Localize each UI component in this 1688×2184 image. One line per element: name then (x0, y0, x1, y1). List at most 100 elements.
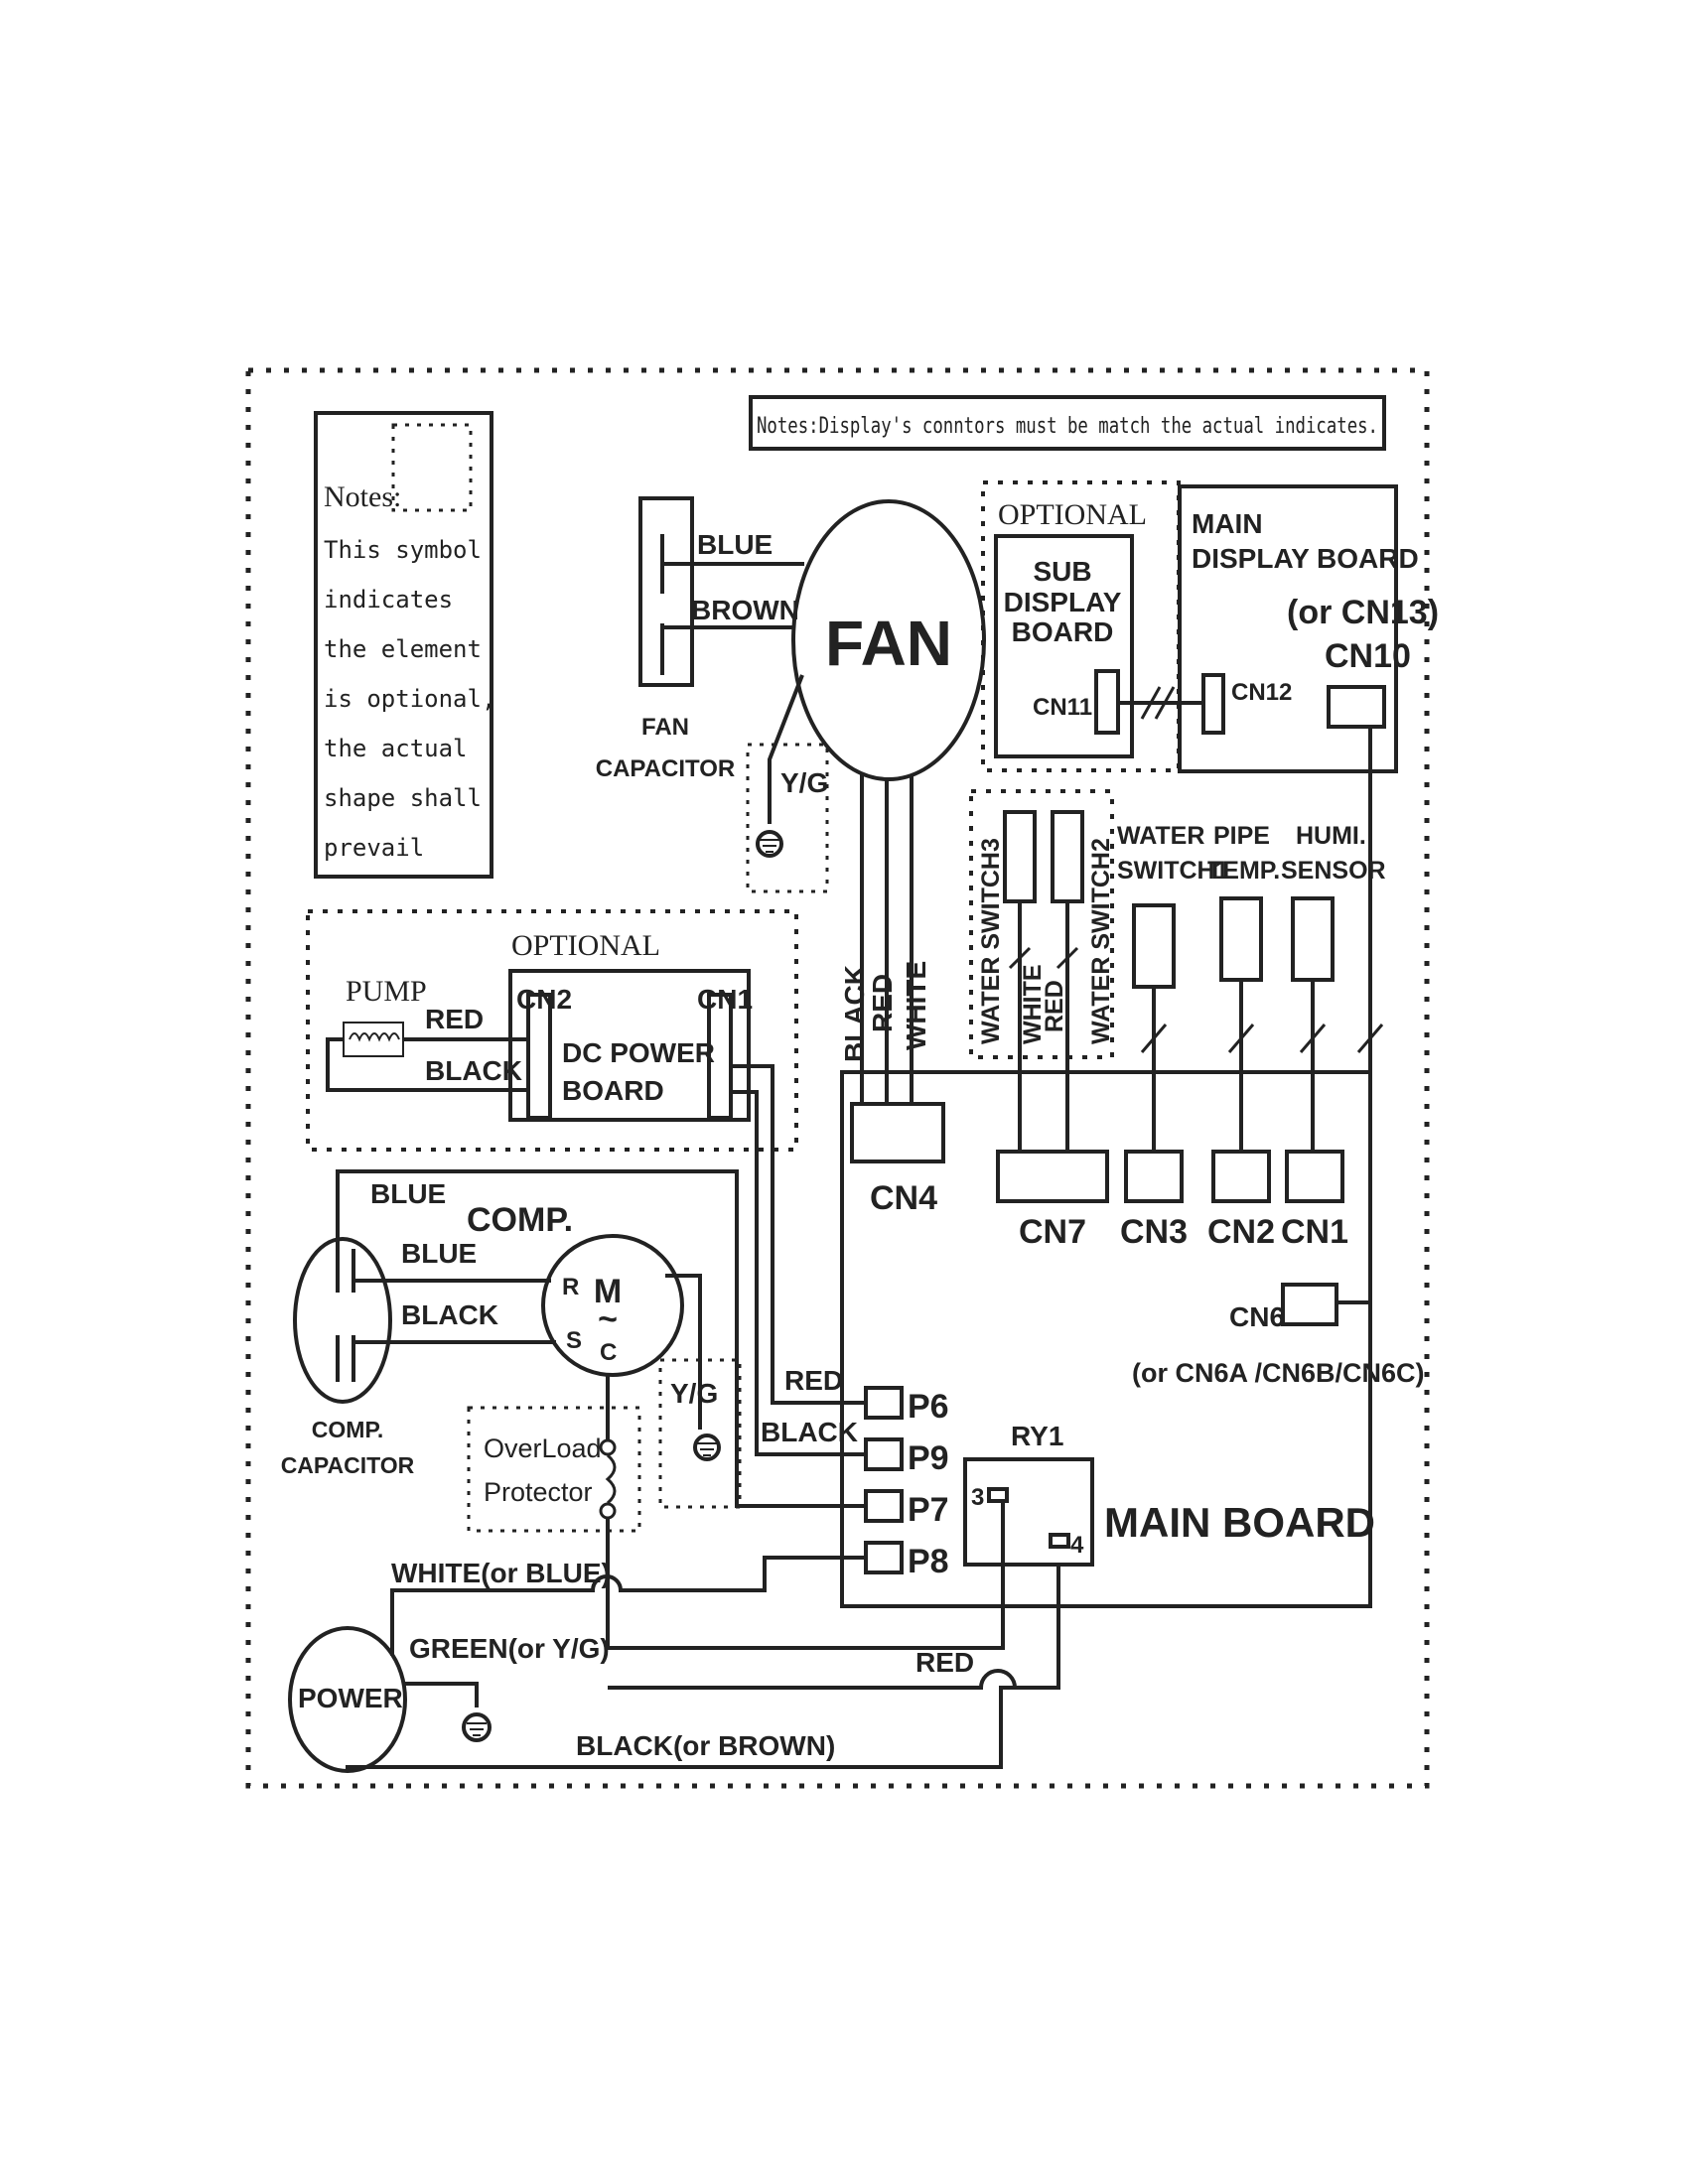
dc-power-line2: BOARD (562, 1075, 664, 1106)
connector-cn7 (996, 1150, 1109, 1203)
comp-ground-icon (693, 1433, 721, 1461)
label-p6-red: RED (784, 1365, 843, 1396)
relay-pin4 (1049, 1533, 1070, 1549)
connector-cn10 (1327, 685, 1386, 729)
humi-sensor (1291, 896, 1335, 982)
main-display-board (1178, 484, 1398, 773)
fan-capacitor-label-2: CAPACITOR (596, 755, 735, 782)
relay-pin3 (987, 1487, 1009, 1503)
label-pump-red: RED (425, 1004, 484, 1034)
connector-pump-cn1 (707, 993, 733, 1120)
terminal-p9 (864, 1437, 904, 1471)
label-cn3: CN3 (1120, 1213, 1188, 1251)
connector-cn2 (1211, 1150, 1271, 1203)
dc-power-line1: DC POWER (562, 1037, 715, 1068)
relay-pin3-label: 3 (971, 1484, 984, 1511)
wire-dc-black (731, 1090, 866, 1456)
label-cn1: CN1 (1281, 1213, 1348, 1251)
water-switch3 (1003, 810, 1037, 903)
ws1-line2: SWITCH1 (1117, 857, 1229, 885)
optional-symbol (391, 423, 473, 512)
main-display-alt: (or CN13) (1287, 594, 1439, 631)
wire-pump-black (326, 1037, 528, 1092)
wire-power-green (405, 1682, 479, 1707)
label-pump-cn1: CN1 (697, 984, 753, 1015)
label-cn6-alt: (or CN6A /CN6B/CN6C) (1132, 1358, 1425, 1388)
notes-title: Notes: (324, 480, 401, 513)
label-cn2: CN2 (1207, 1213, 1275, 1251)
label-fan-yg: Y/G (780, 767, 828, 798)
overload-line2: Protector (484, 1477, 593, 1507)
fan-capacitor (638, 496, 694, 687)
fan-ground-icon (756, 830, 783, 858)
comp-capacitor-label-2: CAPACITOR (281, 1452, 415, 1478)
notes-line-2: indicates (324, 586, 453, 614)
connector-pump-cn2 (526, 993, 552, 1120)
top-note: Notes:Display's conntors must be match t… (757, 414, 1378, 439)
label-cn10: CN10 (1325, 637, 1411, 675)
label-fan-white: WHITE (901, 961, 931, 1050)
water-switch2 (1051, 810, 1084, 903)
humi-line1: HUMI. (1296, 822, 1366, 850)
label-fan-red: RED (867, 974, 898, 1032)
label-fan-brown: BROWN (691, 595, 799, 625)
wire-comp-blue-top (336, 1169, 866, 1508)
notes-line-5: the actual (324, 735, 468, 762)
connector-cn11 (1094, 669, 1120, 735)
overload-coil (605, 1453, 617, 1505)
label-water-switch2: WATER SWITCH2 (1087, 838, 1115, 1044)
label-comp-blue: BLUE (401, 1238, 477, 1269)
connector-cn12 (1201, 673, 1225, 735)
pipe-temp-sensor (1219, 896, 1263, 982)
wire-dc-red (731, 1064, 866, 1405)
label-fan-black: BLACK (839, 965, 870, 1062)
wire-power-white (390, 1556, 866, 1656)
label-p7: P7 (908, 1491, 949, 1529)
label-ws-white: WHITE (1019, 964, 1047, 1044)
label-cn12: CN12 (1231, 679, 1292, 706)
sub-display-line2: DISPLAY (1004, 587, 1122, 617)
optional-label-display: OPTIONAL (998, 498, 1147, 531)
label-pump-cn2: CN2 (516, 984, 572, 1015)
pump-optional (306, 909, 798, 1152)
comp-motor-tilde: ~ (598, 1300, 618, 1338)
sub-display-board (994, 534, 1134, 758)
power-ground-icon (462, 1712, 492, 1742)
label-cn7: CN7 (1019, 1213, 1086, 1251)
label-comp-black: BLACK (401, 1299, 498, 1330)
dc-power-board (508, 969, 751, 1122)
label-power-black: BLACK(or BROWN) (576, 1730, 835, 1761)
main-board (840, 1070, 1372, 1608)
label-p9-black: BLACK (761, 1417, 858, 1447)
notes-line-4: is optional, (324, 685, 495, 713)
label-cn6: CN6 (1229, 1301, 1285, 1332)
notes-line-7: prevail (324, 834, 424, 862)
main-display-line2: DISPLAY BOARD (1192, 543, 1419, 574)
comp-ground-optional (658, 1358, 742, 1509)
comp-motor-m: M (594, 1273, 622, 1310)
label-power-red: RED (915, 1647, 974, 1678)
comp-capacitor-label-1: COMP. (312, 1417, 383, 1442)
connector-cn6 (1281, 1283, 1338, 1326)
fan-label: FAN (825, 608, 952, 679)
label-water-switch3: WATER SWITCH3 (977, 838, 1005, 1044)
ws1-line1: WATER (1117, 822, 1204, 850)
terminal-p7 (864, 1489, 904, 1523)
label-ws-red: RED (1041, 980, 1068, 1032)
label-comp-yg: Y/G (670, 1378, 718, 1409)
notes-line-3: the element (324, 635, 482, 663)
wire-comp-ground (665, 1274, 702, 1390)
sub-display-line3: BOARD (1012, 616, 1114, 647)
sub-display-line1: SUB (1033, 556, 1091, 587)
connector-cn1 (1285, 1150, 1344, 1203)
fan-capacitor-label-1: FAN (641, 714, 689, 741)
label-p6: P6 (908, 1388, 949, 1426)
label-p8: P8 (908, 1543, 949, 1580)
relay-pin4-label: 4 (1070, 1532, 1084, 1559)
wire-power-red (608, 1669, 1058, 1690)
comp-capacitor (293, 1237, 392, 1404)
main-display-line1: MAIN (1192, 508, 1263, 539)
label-fan-blue: BLUE (697, 529, 773, 560)
label-pump-black: BLACK (425, 1055, 522, 1086)
